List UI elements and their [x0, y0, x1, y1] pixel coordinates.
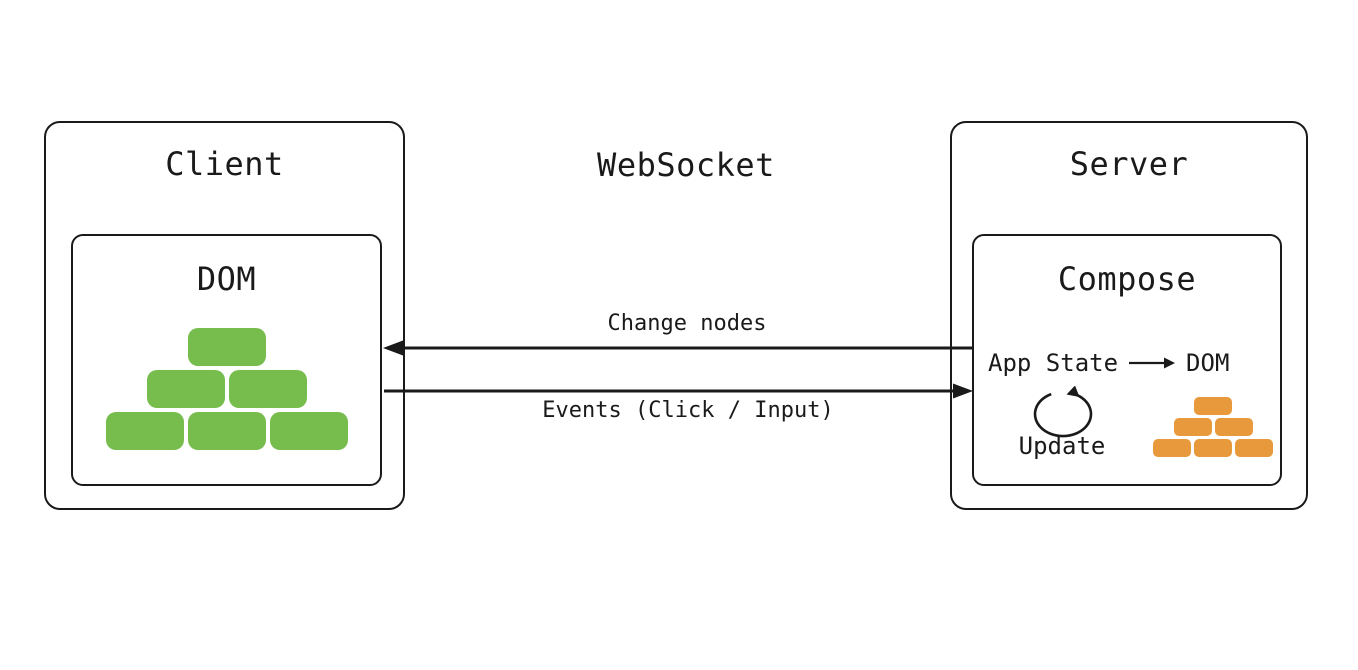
change-nodes-arrow-icon [383, 340, 972, 356]
brick-row [105, 412, 348, 450]
server-title: Server [1069, 145, 1189, 183]
compose-dom-label: DOM [1186, 349, 1230, 377]
brick-row [1173, 418, 1253, 436]
brick [1153, 439, 1191, 457]
brick [146, 370, 225, 408]
dom-tree-bricks [105, 328, 348, 450]
change-nodes-label: Change nodes [607, 311, 767, 336]
brick [105, 412, 184, 450]
brick [1194, 397, 1232, 415]
brick-row [146, 370, 307, 408]
brick [269, 412, 348, 450]
client-dom-title: DOM [196, 260, 257, 298]
compose-title: Compose [1057, 260, 1197, 298]
brick-row [1194, 397, 1232, 415]
brick [1173, 418, 1212, 436]
brick [187, 412, 266, 450]
brick-row [187, 328, 266, 366]
websocket-title: WebSocket [597, 146, 775, 184]
server-box: Server Compose App State DOM Update [950, 121, 1308, 510]
app-state-row: App State DOM [988, 349, 1229, 377]
brick [1214, 418, 1253, 436]
brick [228, 370, 307, 408]
client-title: Client [165, 145, 284, 183]
state-to-dom-arrow-icon [1129, 357, 1176, 369]
brick-row [1153, 439, 1273, 457]
update-label: Update [1018, 432, 1106, 460]
server-compose-box: Compose App State DOM Update [972, 234, 1282, 486]
events-arrow-icon [384, 383, 973, 399]
client-box: Client DOM [44, 121, 405, 510]
client-dom-box: DOM [71, 234, 382, 486]
brick [187, 328, 266, 366]
update-loop-icon [1033, 386, 1093, 438]
brick [1194, 439, 1232, 457]
app-state-label: App State [988, 349, 1119, 377]
brick [1235, 439, 1273, 457]
events-label: Events (Click / Input) [542, 398, 834, 423]
compose-dom-bricks [1153, 397, 1273, 457]
